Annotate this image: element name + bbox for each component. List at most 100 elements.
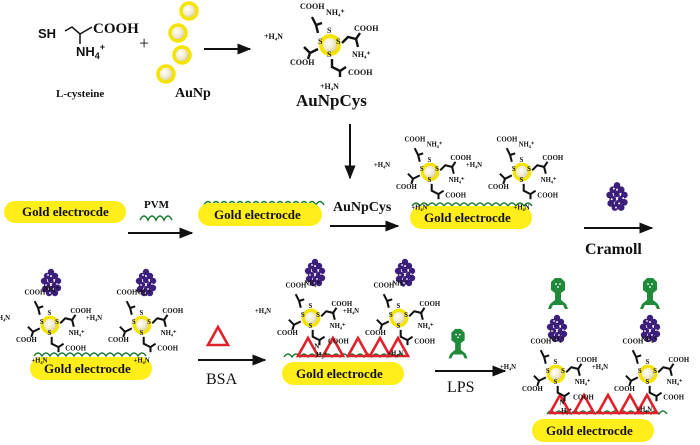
nh4-group: NH4+: [76, 42, 105, 61]
gold-electrode: [282, 362, 404, 385]
svg-text:COOH: COOH: [331, 301, 352, 308]
gold-electrode: [30, 357, 152, 380]
svg-text:NH₄⁺: NH₄⁺: [641, 337, 657, 344]
svg-text:COOH: COOH: [450, 155, 471, 162]
svg-text:+H₄N: +H₄N: [343, 308, 359, 315]
svg-text:H₂⁺: H₂⁺: [561, 408, 572, 415]
svg-text:COOH: COOH: [531, 338, 552, 345]
svg-text:COOH: COOH: [16, 337, 37, 344]
svg-text:NH₄⁺: NH₄⁺: [427, 142, 443, 149]
svg-text:COOH: COOH: [522, 386, 543, 393]
svg-text:+H₄N: +H₄N: [255, 308, 271, 315]
svg-text:COOH: COOH: [65, 346, 86, 353]
aunpcys-structure: COOH NH₄⁺ +H₄N COOH COOH NH₄⁺ COOH +H₄N: [264, 2, 379, 91]
svg-text:COOH: COOH: [623, 338, 644, 345]
svg-text:NH₄⁺: NH₄⁺: [575, 379, 591, 386]
svg-text:COOH: COOH: [497, 136, 518, 143]
nanoparticle: [179, 1, 199, 21]
svg-text:COOH: COOH: [396, 184, 417, 191]
svg-text:COOH: COOH: [488, 184, 509, 191]
svg-text:+H₄N: +H₄N: [0, 315, 10, 322]
svg-text:COOH: COOH: [348, 68, 373, 77]
svg-text:COOH: COOH: [25, 289, 46, 296]
l-cysteine-label: L-cysteine: [56, 88, 104, 100]
svg-text:NH₄⁺: NH₄⁺: [418, 323, 434, 330]
svg-text:N: N: [314, 344, 319, 351]
svg-text:COOH: COOH: [663, 395, 684, 402]
svg-text:COOH: COOH: [354, 24, 379, 33]
svg-text:COOH: COOH: [290, 58, 315, 67]
svg-text:COOH: COOH: [445, 193, 466, 200]
aunpcys-step-label: AuNpCys: [333, 200, 392, 215]
cooh-group: COOH: [93, 21, 139, 37]
gold-electrode: [410, 206, 532, 229]
electrode-label: Gold electrocde: [424, 210, 511, 225]
electrode-label: Gold electrocde: [22, 204, 109, 219]
svg-text:+H₄N: +H₄N: [374, 162, 390, 169]
electrode-pvm: Gold electrocde: [198, 200, 325, 226]
svg-text:COOH: COOH: [365, 330, 386, 337]
nanoparticle: [168, 23, 188, 43]
electrode-bare: Gold electrocde: [4, 201, 126, 223]
svg-text:NH₄⁺: NH₄⁺: [330, 323, 346, 330]
svg-text:+H₄N: +H₄N: [636, 406, 652, 413]
gold-electrode: [4, 201, 126, 223]
pvm-layer: [283, 353, 405, 359]
pvm-wave-icon: [139, 215, 173, 222]
svg-text:COOH: COOH: [328, 339, 349, 346]
sh-group: SH: [38, 26, 56, 41]
svg-text:+H₄N: +H₄N: [134, 357, 150, 364]
svg-text:+H₄N: +H₄N: [514, 204, 530, 211]
svg-text:+H₄N: +H₄N: [466, 162, 482, 169]
svg-text:H₂⁺: H₂⁺: [316, 352, 327, 359]
svg-text:COOH: COOH: [537, 193, 558, 200]
svg-text:NH₄⁺: NH₄⁺: [304, 281, 320, 288]
svg-text:COOH: COOH: [162, 308, 183, 315]
lps-molecule: [640, 278, 660, 309]
svg-text:COOH: COOH: [614, 386, 635, 393]
svg-text:NH₄⁺: NH₄⁺: [449, 177, 465, 184]
electrode-label: Gold electrocde: [44, 361, 131, 376]
svg-text:COOH: COOH: [277, 330, 298, 337]
svg-text:COOH: COOH: [300, 2, 325, 11]
pvm-layer: [33, 352, 147, 358]
cysteine-bond: [64, 26, 93, 35]
svg-text:NH₄⁺: NH₄⁺: [43, 286, 59, 293]
electrode-label: Gold electrocde: [546, 423, 633, 438]
svg-text:COOH: COOH: [117, 289, 138, 296]
plus-sign: +: [139, 33, 149, 53]
svg-text:NH₄⁺: NH₄⁺: [135, 289, 151, 296]
svg-text:COOH: COOH: [108, 337, 129, 344]
gold-electrode: [198, 203, 322, 226]
svg-text:COOH: COOH: [414, 339, 435, 346]
svg-text:+H₄N: +H₄N: [86, 315, 102, 322]
svg-text:COOH: COOH: [668, 357, 689, 364]
lps-icon: [448, 328, 468, 359]
svg-text:N: N: [559, 400, 564, 407]
svg-text:NH₄⁺: NH₄⁺: [549, 337, 565, 344]
electrode-label: Gold electrocde: [296, 366, 383, 381]
lps-molecule: [548, 278, 568, 309]
svg-text:NH₄⁺: NH₄⁺: [519, 142, 535, 149]
cramoll-icon: [606, 182, 628, 211]
pvm-label: PVM: [144, 199, 170, 211]
svg-text:+H₄N: +H₄N: [500, 364, 516, 371]
svg-text:COOH: COOH: [405, 136, 426, 143]
svg-text:NH₄⁺: NH₄⁺: [352, 50, 371, 59]
svg-text:NH₄⁺: NH₄⁺: [326, 8, 345, 17]
bsa-triangle-icon: [206, 325, 230, 347]
svg-text:NH₄⁺: NH₄⁺: [161, 330, 177, 337]
svg-text:+H₄N: +H₄N: [320, 82, 339, 91]
svg-text:NH₄⁺: NH₄⁺: [541, 177, 557, 184]
pvm-layer: [546, 410, 668, 416]
